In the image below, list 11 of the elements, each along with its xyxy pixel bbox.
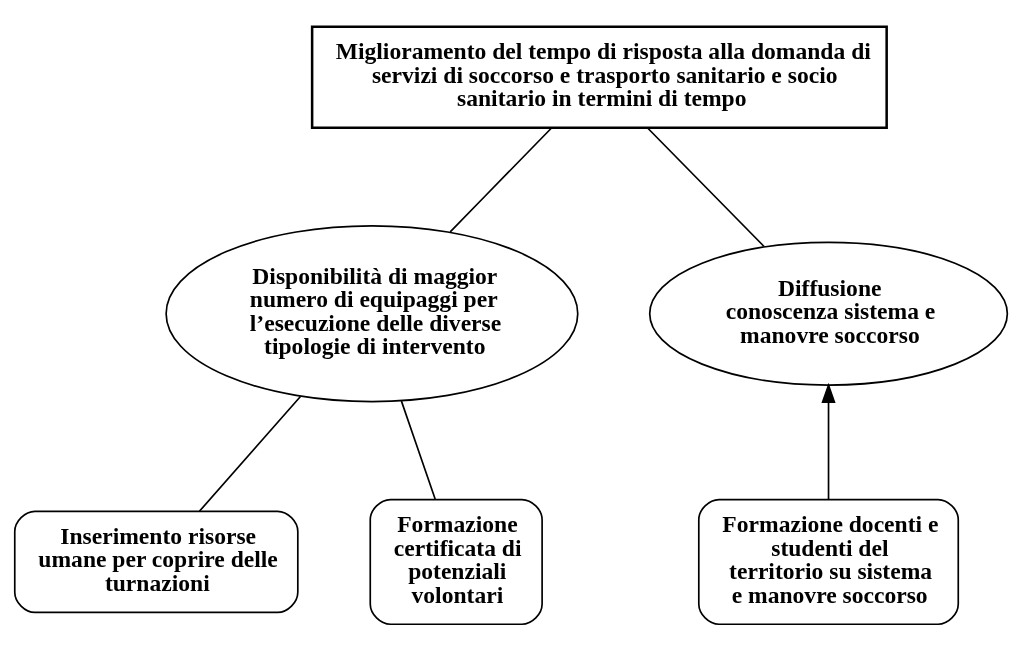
node-ellipse: Diffusione conoscenza sistema e manovre soccorso [648,241,1009,386]
node-box: Formazione certificata di potenziali volontari [369,498,543,626]
node-box: Miglioramento del tempo di risposta alla domanda di servizi di soccorso e trasporto sanitario e socio sanitario in termini di tempo [310,25,888,130]
arrow [821,382,836,500]
connector [449,127,553,233]
connector [400,400,436,500]
connector [198,395,302,513]
node-box: Inserimento risorse umane per coprire delle turnazioni [13,510,299,614]
node-box: Formazione docenti e studenti del territorio su sistema e manovre soccorso [697,498,960,626]
node-ellipse: Disponibilità di maggior numero di equipaggi per l’esecuzione delle diverse tipologie di intervento [165,225,579,403]
connector [647,127,765,248]
